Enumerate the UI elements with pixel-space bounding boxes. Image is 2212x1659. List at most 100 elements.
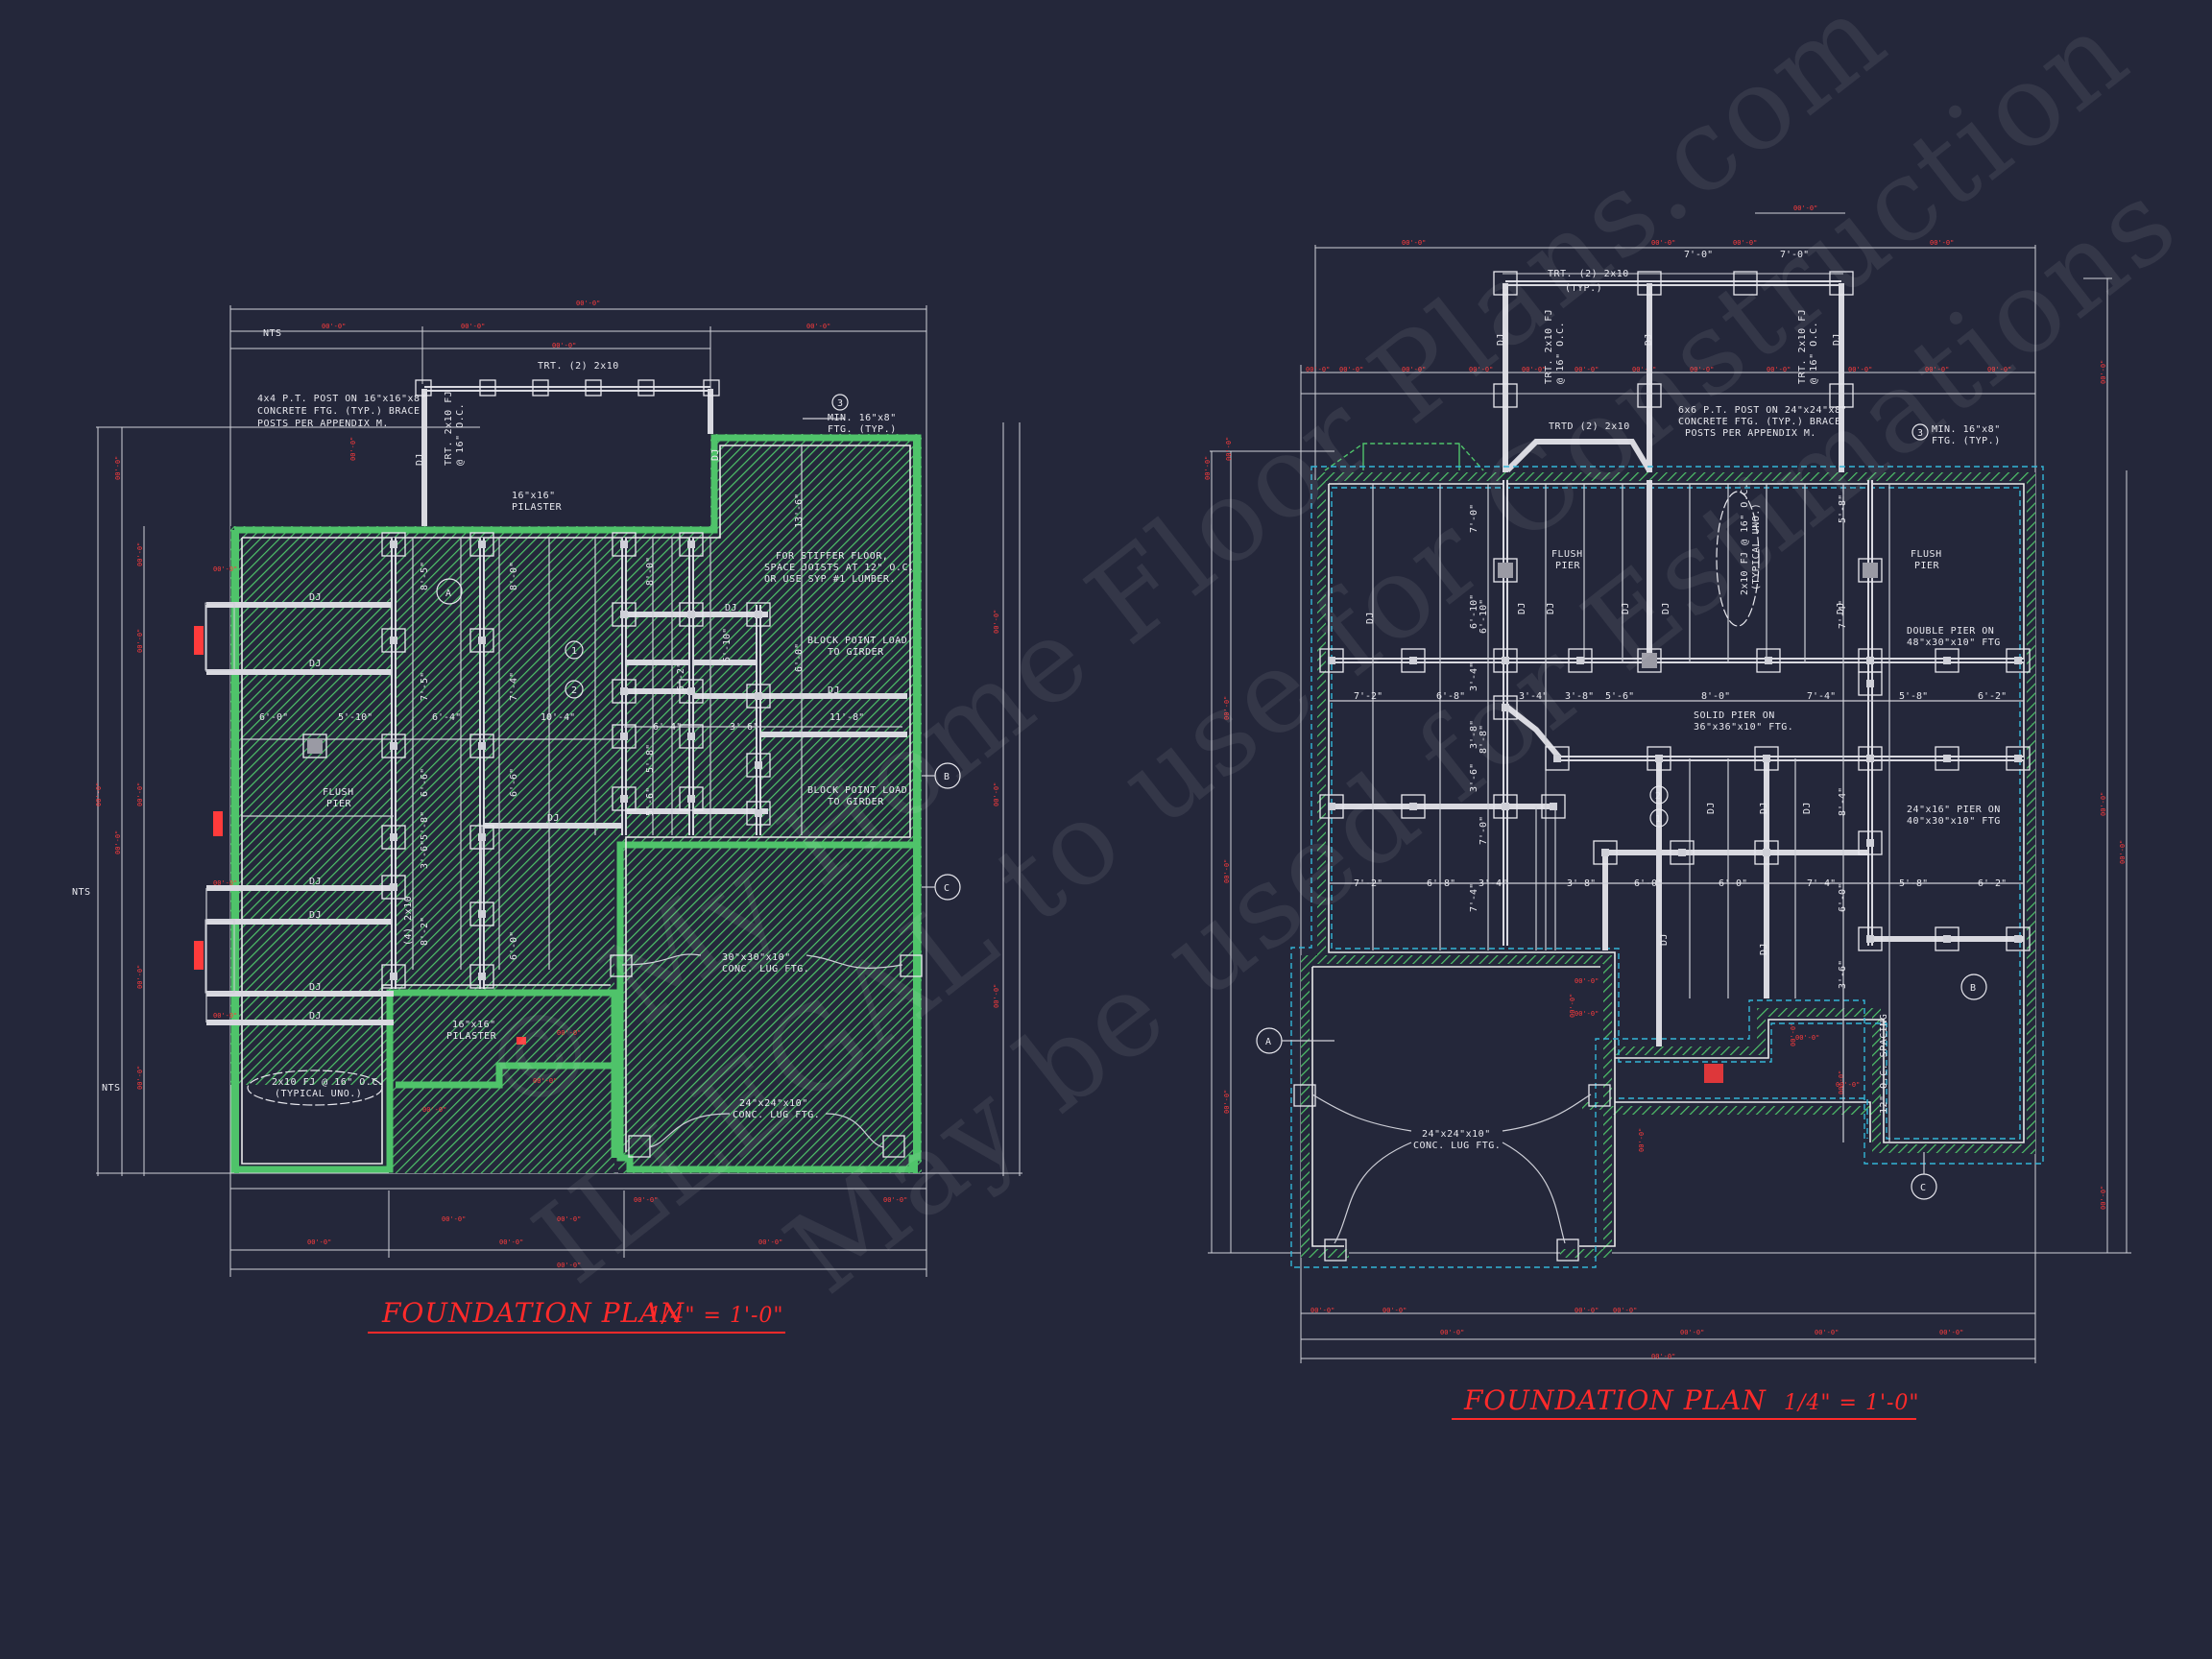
- svg-text:5'-10": 5'-10": [722, 628, 733, 662]
- left-flush-pier-2: PIER: [326, 799, 352, 809]
- left-block-load-2b: TO GIRDER: [828, 797, 884, 807]
- svg-text:3'-8": 3'-8": [1567, 878, 1596, 889]
- svg-text:00'-0": 00'-0": [213, 879, 237, 887]
- svg-text:00'-0": 00'-0": [1987, 366, 2011, 373]
- svg-text:8'-0": 8'-0": [1701, 691, 1730, 702]
- callout-b-right: [1960, 974, 1987, 1000]
- svg-text:00'-0": 00'-0": [1402, 366, 1426, 373]
- svg-text:3'-8": 3'-8": [1565, 691, 1594, 702]
- dj-l9: DJ: [828, 685, 840, 696]
- left-block-load-1a: BLOCK POINT LOAD: [807, 636, 907, 646]
- svg-text:00'-0": 00'-0": [213, 1012, 237, 1020]
- svg-text:5'-8": 5'-8": [1899, 691, 1928, 702]
- svg-text:7'-4": 7'-4": [1807, 691, 1836, 702]
- svg-text:00'-0": 00'-0": [883, 1196, 907, 1204]
- svg-text:00'-0": 00'-0": [1575, 366, 1599, 373]
- svg-text:00'-0": 00'-0": [993, 782, 1000, 806]
- svg-text:00'-0": 00'-0": [1638, 1128, 1646, 1152]
- svg-text:5'-6": 5'-6": [1605, 691, 1634, 702]
- right-dim-labels: 7'-0" 7'-0" 7'-2" 6'-8" 3'-4" 3'-8" 5'-6…: [1354, 250, 2007, 989]
- svg-text:5'-8": 5'-8": [1838, 494, 1848, 523]
- svg-text:00'-0": 00'-0": [1339, 366, 1363, 373]
- svg-text:00'-0": 00'-0": [758, 1238, 782, 1246]
- svg-text:00'-0": 00'-0": [461, 323, 485, 330]
- right-lug-2: CONC. LUG FTG.: [1413, 1141, 1501, 1151]
- right-double-pier-2: 48"x30"x10" FTG: [1907, 637, 2001, 648]
- left-stiffer-3: OR USE SYP #1 LUMBER.: [764, 574, 896, 585]
- svg-text:5'-6": 5'-6": [645, 787, 656, 816]
- right-double-pier-1: DOUBLE PIER ON: [1907, 626, 1994, 637]
- right-post-1: 6x6 P.T. POST ON 24"x24"x8": [1678, 405, 1847, 416]
- dj-r12: DJ: [1802, 802, 1813, 814]
- callout-a-left: [436, 578, 463, 605]
- svg-text:00'-0": 00'-0": [1925, 366, 1949, 373]
- svg-text:00'-0": 00'-0": [1225, 437, 1233, 461]
- svg-text:7'-0": 7'-0": [1479, 816, 1489, 845]
- right-foundation-walls: [1290, 466, 2044, 1268]
- svg-text:6'-2": 6'-2": [1978, 878, 2007, 889]
- right-spacing: 12" O.C. SPACING: [1879, 1014, 1889, 1114]
- left-lug-ftg-2b: CONC. LUG FTG.: [733, 1110, 820, 1120]
- svg-text:00'-0": 00'-0": [1310, 1307, 1334, 1314]
- left-plan-scale: 1/4" = 1'-0": [648, 1304, 784, 1328]
- svg-text:00'-0": 00'-0": [136, 965, 144, 989]
- svg-text:00'-0": 00'-0": [322, 323, 346, 330]
- svg-text:00'-0": 00'-0": [1680, 1329, 1704, 1336]
- svg-text:00'-0": 00'-0": [1767, 366, 1791, 373]
- svg-text:6'-8": 6'-8": [1436, 691, 1465, 702]
- right-min-ftg-1: MIN. 16"x8": [1932, 424, 2001, 435]
- svg-text:00'-0": 00'-0": [349, 437, 357, 461]
- svg-text:00'-0": 00'-0": [213, 565, 237, 573]
- left-lug-leader-1: [621, 953, 903, 969]
- svg-text:5'-2": 5'-2": [676, 662, 686, 691]
- callout-3-left-text: 3: [837, 398, 844, 409]
- right-trt-fj-4: @ 16" O.C.: [1809, 322, 1819, 384]
- svg-text:6'-0": 6'-0": [794, 643, 805, 672]
- svg-text:00'-0": 00'-0": [1613, 1307, 1637, 1314]
- dj-r1: DJ: [1496, 333, 1506, 346]
- svg-text:00'-0": 00'-0": [1790, 1022, 1797, 1046]
- right-pier24-2: 40"x30"x10" FTG: [1907, 816, 2001, 827]
- svg-text:6'-4": 6'-4": [432, 712, 461, 723]
- svg-text:00'-0": 00'-0": [1469, 366, 1493, 373]
- svg-text:00'-0": 00'-0": [1836, 1081, 1860, 1089]
- svg-text:00'-0": 00'-0": [1306, 366, 1330, 373]
- dj-l3: DJ: [309, 877, 322, 887]
- callout-2-left: [565, 680, 584, 699]
- callout-2-left-text: 2: [571, 685, 578, 696]
- right-cloud-1: 2x10 FJ @ 16" O.C.: [1740, 483, 1750, 595]
- dj-r14: DJ: [1659, 933, 1670, 946]
- svg-text:3'-8": 3'-8": [1469, 720, 1479, 749]
- callout-1-right-text: 1: [1655, 814, 1662, 825]
- svg-text:00'-0": 00'-0": [1795, 1034, 1819, 1042]
- callout-1-left-text: 1: [571, 646, 578, 657]
- svg-text:00'-0": 00'-0": [1402, 239, 1426, 247]
- left-nts-1: NTS: [72, 887, 91, 898]
- right-solid-pier-2: 36"x36"x10" FTG.: [1694, 722, 1793, 733]
- callout-a-right-text: A: [1265, 1037, 1272, 1047]
- right-trt-fj-3: TRT. 2x10 FJ: [1797, 309, 1808, 384]
- svg-text:6'-0": 6'-0": [509, 931, 519, 960]
- dj-l6: DJ: [309, 1011, 322, 1022]
- svg-text:7'-4": 7'-4": [1838, 600, 1848, 629]
- svg-text:00'-0": 00'-0": [1651, 239, 1675, 247]
- svg-text:00'-0": 00'-0": [2119, 840, 2127, 864]
- svg-text:3'-4": 3'-4": [1519, 691, 1548, 702]
- svg-text:00'-0": 00'-0": [136, 629, 144, 653]
- svg-text:8'-2": 8'-2": [420, 917, 430, 946]
- right-pier24-1: 24"x16" PIER ON: [1907, 805, 2001, 815]
- left-min-ftg-2: FTG. (TYP.): [828, 424, 897, 435]
- left-post-note-1: 4x4 P.T. POST ON 16"x16"x8": [257, 394, 426, 404]
- svg-text:7'-0": 7'-0": [1780, 250, 1809, 260]
- svg-text:00'-0": 00'-0": [993, 610, 1000, 634]
- left-flush-pier-1: FLUSH: [323, 787, 354, 798]
- svg-text:6'-8": 6'-8": [1427, 878, 1455, 889]
- svg-text:3'-6": 3'-6": [420, 840, 430, 869]
- left-trt-fj-2: @ 16" O.C.: [455, 403, 466, 466]
- dj-l10: DJ: [415, 453, 425, 466]
- left-block-load-2a: BLOCK POINT LOAD: [807, 785, 907, 796]
- svg-text:00'-0": 00'-0": [552, 342, 576, 349]
- left-lug-ftg-2a: 24"x24"x10": [739, 1098, 808, 1109]
- svg-text:00'-0": 00'-0": [2100, 360, 2107, 384]
